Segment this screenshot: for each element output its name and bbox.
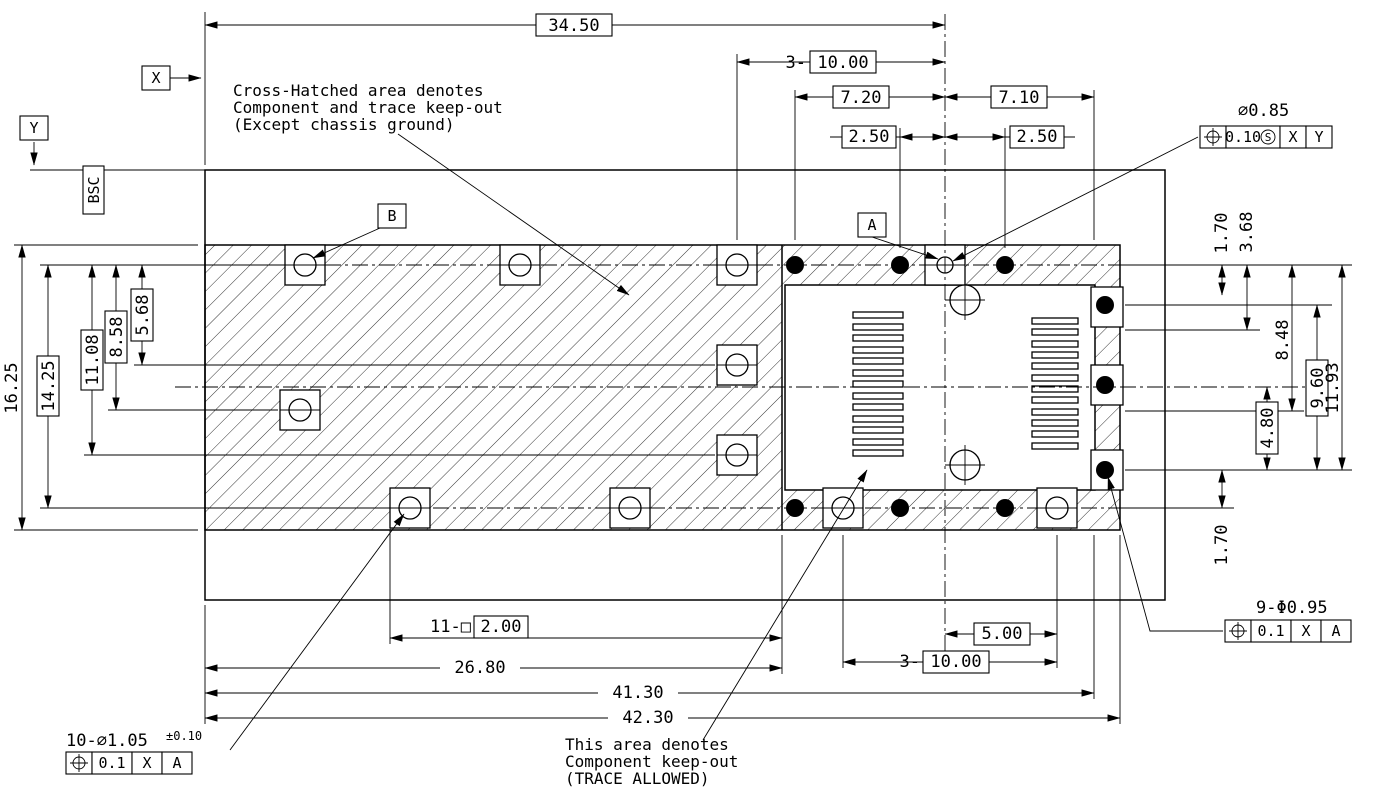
hatch-note: Cross-Hatched area denotes Component and… <box>233 81 503 134</box>
crosshair-hole <box>945 280 985 320</box>
hole085-mod: S <box>1265 131 1272 144</box>
dim-h-row3: 8.58 <box>107 317 127 358</box>
position-tolerance-icon <box>70 754 88 772</box>
dim-pitch-bot-prefix: 3- <box>900 652 920 672</box>
hole105-tol: 0.1 <box>98 754 125 772</box>
dim-pitch-bot: 10.00 <box>930 652 981 672</box>
dim-overall-top: 34.50 <box>548 16 599 36</box>
hatch-note-line2: Component and trace keep-out <box>233 98 503 117</box>
dim-w-4130: 41.30 <box>612 683 663 703</box>
dim-r-960: 9.60 <box>1308 368 1328 409</box>
hole095-datum1: X <box>1301 622 1310 640</box>
square-pad <box>716 434 758 476</box>
hole105-datum1: X <box>142 754 151 772</box>
dim-h-total: 16.25 <box>2 362 22 413</box>
dim-pitch-top: 10.00 <box>817 53 868 73</box>
hole095-datum2: A <box>1331 622 1340 640</box>
square-pad <box>279 389 321 431</box>
filled-holes <box>786 256 1114 517</box>
hole095-label: 9-Φ0.95 <box>1256 598 1328 618</box>
position-tolerance-icon <box>1204 128 1222 146</box>
dim-r-1193: 11.93 <box>1323 362 1343 413</box>
leader-hole085 <box>952 136 1199 262</box>
keepout-note-line2: Component keep-out <box>565 752 738 771</box>
hole095-tol: 0.1 <box>1257 622 1284 640</box>
dim-span-right: 7.10 <box>999 88 1040 108</box>
dimension-texts: 34.50 3- 10.00 7.20 7.10 2.50 2.50 16.25… <box>2 13 1343 728</box>
callout-hole095: 9-Φ0.95 0.1 X A <box>1224 598 1352 643</box>
datum-a-label: A <box>867 216 876 234</box>
square-pad <box>716 344 758 386</box>
dim-w-keep: 26.80 <box>454 658 505 678</box>
dim-r-off-bot: 1.70 <box>1212 525 1232 566</box>
hatch-note-line1: Cross-Hatched area denotes <box>233 81 483 100</box>
dim-w-500: 5.00 <box>982 624 1023 644</box>
hole085-datum1: X <box>1288 128 1297 146</box>
dim-span-left: 7.20 <box>841 88 882 108</box>
crosshair-hole <box>945 445 985 485</box>
callout-hole105: 10-⌀1.05 ±0.10 0.1 X A <box>65 729 202 775</box>
keepout-note-line3: (TRACE ALLOWED) <box>565 769 710 788</box>
dim-r-off-top: 1.70 <box>1212 213 1232 254</box>
datum-flags: X Y B A <box>19 65 887 238</box>
hole085-datum2: Y <box>1314 128 1323 146</box>
hole105-datum2: A <box>172 754 181 772</box>
dim-h-holes: 14.25 <box>39 360 59 411</box>
dim-offset-right: 2.50 <box>1017 127 1058 147</box>
hole105-tol-note: ±0.10 <box>166 729 202 743</box>
dim-pitch-prefix: 3- <box>786 53 806 73</box>
dim-sq-size: 2.00 <box>481 617 522 637</box>
dim-sq-prefix: 11-□ <box>430 617 472 637</box>
hole105-label: 10-⌀1.05 <box>66 731 148 751</box>
material-condition-icon: S <box>1260 129 1276 145</box>
dim-r-480: 4.80 <box>1258 408 1278 449</box>
leader-hole105 <box>229 513 405 751</box>
leader-datum-b <box>312 227 381 259</box>
smt-pad-array-left <box>852 311 904 457</box>
smt-pad-array-right <box>1031 317 1079 450</box>
crosshair-holes <box>945 280 985 485</box>
position-tolerance-icon <box>1229 622 1247 640</box>
keepout-note: This area denotes Component keep-out (TR… <box>565 735 738 788</box>
dim-r-848: 8.48 <box>1273 320 1293 361</box>
leader-lines <box>30 74 1223 751</box>
dim-h-row4: 11.08 <box>83 334 103 385</box>
dim-offset-left: 2.50 <box>849 127 890 147</box>
dim-w-4230: 42.30 <box>622 708 673 728</box>
leader-datum-a <box>871 236 939 260</box>
keepout-note-line1: This area denotes <box>565 735 729 754</box>
leader-hatch-note <box>397 133 630 296</box>
datum-x-label: X <box>151 69 160 87</box>
hatch-note-line3: (Except chassis ground) <box>233 115 455 134</box>
datum-b-label: B <box>387 207 396 225</box>
leader-hole095 <box>1107 476 1223 632</box>
hole085-label: ⌀0.85 <box>1238 101 1289 121</box>
dim-h-row2: 5.68 <box>133 295 153 336</box>
hole085-tol: 0.10 <box>1225 128 1261 146</box>
datum-bsc-label: BSC <box>85 176 103 203</box>
callout-hole085: ⌀0.85 0.10 S X Y <box>1199 101 1333 149</box>
leader-keepout-note <box>702 469 868 741</box>
datum-y-label: Y <box>29 119 38 137</box>
dim-r-368: 3.68 <box>1237 212 1257 253</box>
